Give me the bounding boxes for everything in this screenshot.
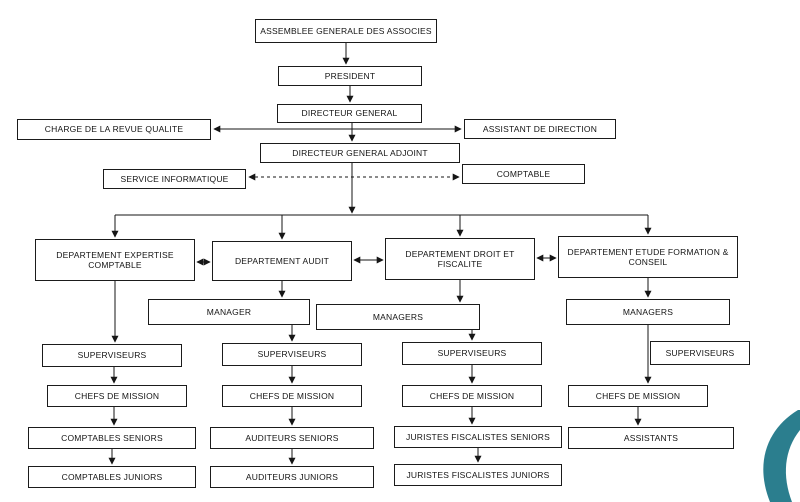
node-chefs-mission-droit: CHEFS DE MISSION	[402, 385, 542, 407]
node-comptable: COMPTABLE	[462, 164, 585, 184]
node-comptables-juniors: COMPTABLES JUNIORS	[28, 466, 196, 488]
corner-decoration-icon	[763, 410, 800, 502]
node-dept-expertise-comptable: DEPARTEMENT EXPERTISE COMPTABLE	[35, 239, 195, 281]
node-auditeurs-juniors: AUDITEURS JUNIORS	[210, 466, 374, 488]
node-auditeurs-seniors: AUDITEURS SENIORS	[210, 427, 374, 449]
node-comptables-seniors: COMPTABLES SENIORS	[28, 427, 196, 449]
node-superviseurs-etude: SUPERVISEURS	[650, 341, 750, 365]
node-assemblee-generale: ASSEMBLEE GENERALE DES ASSOCIES	[255, 19, 437, 43]
node-juristes-seniors: JURISTES FISCALISTES SENIORS	[394, 426, 562, 448]
node-managers-etude: MANAGERS	[566, 299, 730, 325]
node-directeur-general: DIRECTEUR GENERAL	[277, 104, 422, 123]
node-president: PRESIDENT	[278, 66, 422, 86]
node-directeur-general-adjoint: DIRECTEUR GENERAL ADJOINT	[260, 143, 460, 163]
node-charge-revue-qualite: CHARGE DE LA REVUE QUALITE	[17, 119, 211, 140]
node-juristes-juniors: JURISTES FISCALISTES JUNIORS	[394, 464, 562, 486]
node-dept-droit-fiscalite: DEPARTEMENT DROIT ET FISCALITE	[385, 238, 535, 280]
node-chefs-mission-etude: CHEFS DE MISSION	[568, 385, 708, 407]
node-superviseurs-expertise: SUPERVISEURS	[42, 344, 182, 367]
node-chefs-mission-expertise: CHEFS DE MISSION	[47, 385, 187, 407]
node-superviseurs-audit: SUPERVISEURS	[222, 343, 362, 366]
node-chefs-mission-audit: CHEFS DE MISSION	[222, 385, 362, 407]
node-manager-expertise-audit: MANAGER	[148, 299, 310, 325]
node-superviseurs-droit: SUPERVISEURS	[402, 342, 542, 365]
node-dept-audit: DEPARTEMENT AUDIT	[212, 241, 352, 281]
node-managers-droit: MANAGERS	[316, 304, 480, 330]
node-assistant-direction: ASSISTANT DE DIRECTION	[464, 119, 616, 139]
node-service-informatique: SERVICE INFORMATIQUE	[103, 169, 246, 189]
node-dept-etude-formation: DEPARTEMENT ETUDE FORMATION & CONSEIL	[558, 236, 738, 278]
corner-decoration-cutout	[785, 430, 800, 502]
node-assistants: ASSISTANTS	[568, 427, 734, 449]
